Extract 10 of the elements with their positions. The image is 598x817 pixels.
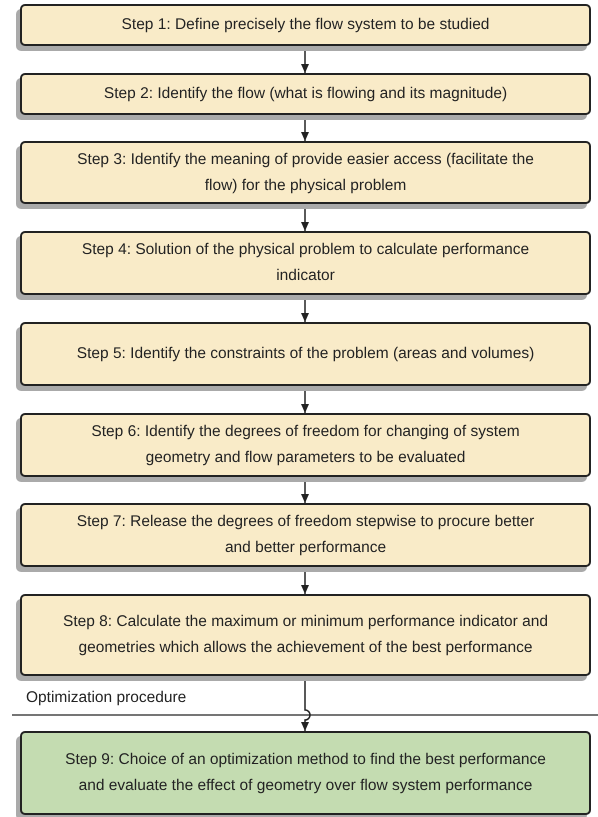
step-text: Step 8: Calculate the maximum or minimum performance indicator and geometries which allows the achievement of the best performance: [62, 612, 549, 658]
section-label: Optimization procedure: [26, 689, 186, 707]
step-text: Step 7: Release the degrees of freedom stepwise to procure better and better performance: [76, 512, 536, 558]
step-text: Step 1: Define precisely the flow system to be studied: [122, 15, 490, 35]
step-text: Step 6: Identify the degrees of freedom for changing of system geometry and flow parameters to be evaluated: [90, 422, 521, 468]
step-text: Step 9: Choice of an optimization method to find the best performance and evaluate the effect of geometry over flow system performance: [64, 750, 547, 796]
step-text: Step 5: Identify the constraints of the problem (areas and volumes): [76, 344, 534, 364]
step-text: Step 3: Identify the meaning of provide easier access (facilitate the flow) for the physical problem: [76, 150, 535, 196]
step-text: Step 2: Identify the flow (what is flowing and its magnitude): [104, 84, 508, 104]
step-text: Step 4: Solution of the physical problem to calculate performance indicator: [80, 240, 530, 286]
